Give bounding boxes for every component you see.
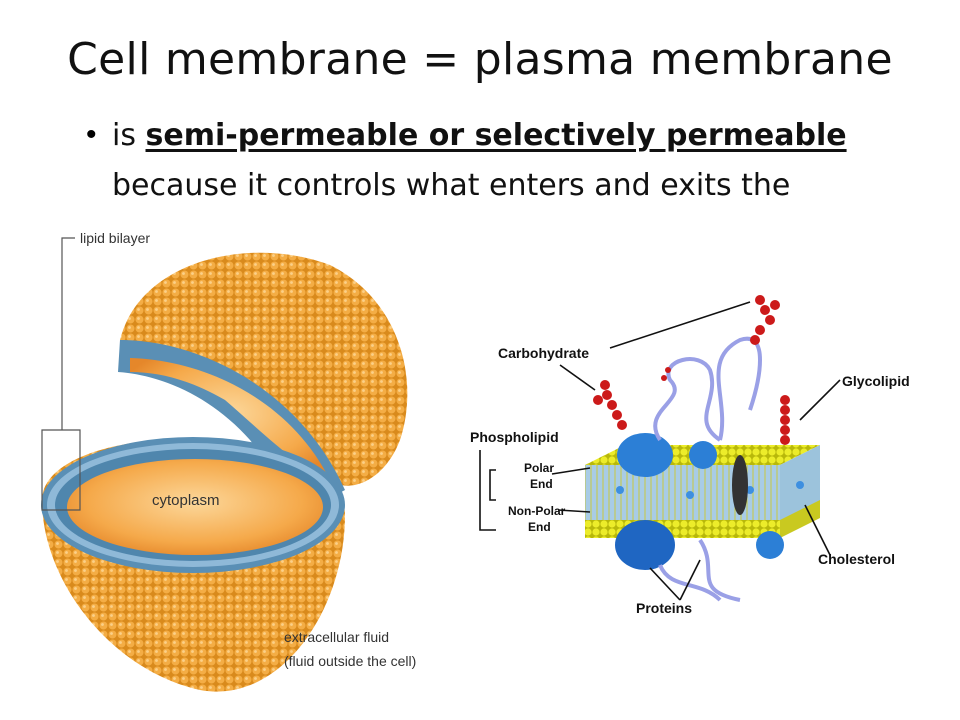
- callout-lines: [479, 301, 841, 601]
- ribbon-chain-4: [658, 564, 722, 602]
- polar-label-1: Polar: [524, 461, 554, 475]
- protein-small: [689, 441, 717, 469]
- helix-protein: [732, 455, 748, 515]
- protein-top: [617, 433, 673, 477]
- slide-title: Cell membrane = plasma membrane: [67, 34, 893, 85]
- carbohydrate-label: Carbohydrate: [498, 345, 589, 361]
- lower-hemisphere: [41, 437, 345, 692]
- extracellular-label-1: extracellular fluid: [284, 629, 389, 645]
- bullet-prefix: is: [112, 118, 146, 153]
- bullet-line-2: because it controls what enters and exit…: [112, 168, 791, 203]
- protein-bottom: [615, 520, 675, 570]
- glycolipid-label: Glycolipid: [842, 373, 910, 389]
- extracellular-label-2: (fluid outside the cell): [284, 653, 416, 669]
- lipid-bilayer-bracket: [41, 237, 81, 511]
- protein-right: [756, 531, 784, 559]
- cytoplasm-label: cytoplasm: [152, 492, 220, 509]
- bullet-dot: •: [86, 118, 97, 151]
- nonpolar-label-1: Non-Polar: [508, 504, 566, 518]
- cholesterol-label: Cholesterol: [818, 551, 895, 567]
- nonpolar-label-2: End: [528, 520, 551, 534]
- phospholipid-label: Phospholipid: [470, 429, 559, 445]
- bullet-bold-term: semi-permeable or selectively permeable: [145, 118, 847, 153]
- polar-label-2: End: [530, 477, 553, 491]
- bullet-line-1: is semi-permeable or selectively permeab…: [112, 118, 847, 153]
- proteins-label: Proteins: [636, 600, 692, 616]
- ribbon-chain-2: [716, 336, 762, 441]
- ribbon-chain-1: [653, 357, 722, 442]
- ribbon-chain-3: [698, 538, 741, 602]
- carbohydrate-chains: [593, 295, 790, 445]
- lipid-bilayer-label: lipid bilayer: [80, 230, 150, 246]
